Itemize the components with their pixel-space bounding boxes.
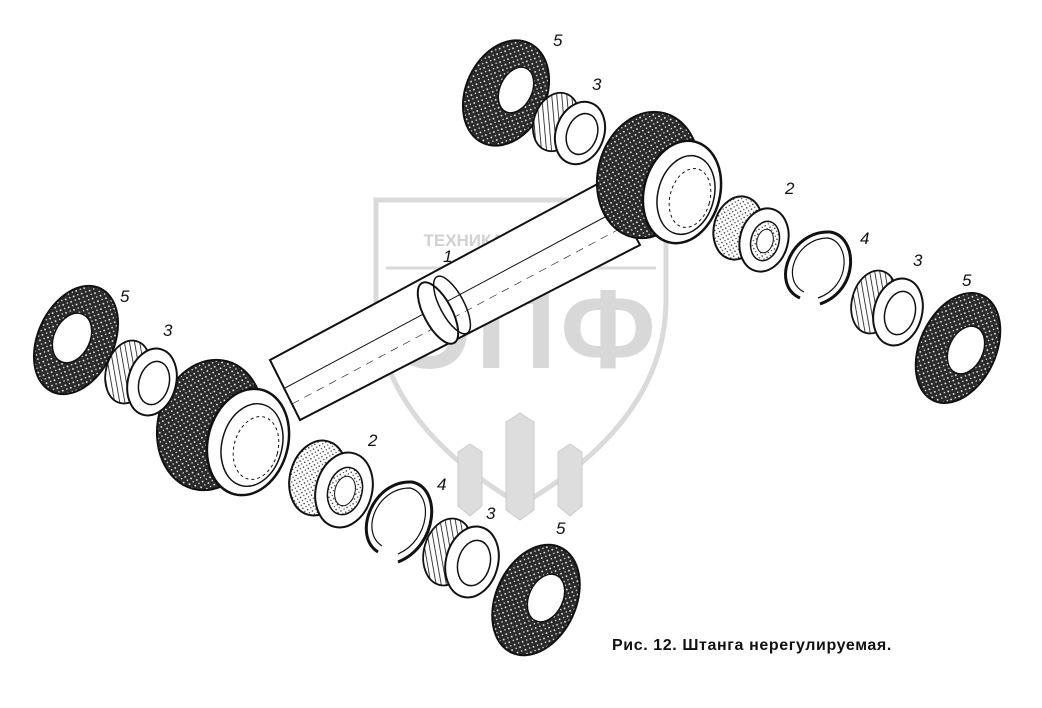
- sleeve-top: [532, 91, 607, 166]
- callout-sleeve-right: 3: [913, 251, 923, 270]
- rod-shaft: [268, 178, 642, 422]
- callout-seal-top: 5: [553, 31, 563, 50]
- sleeve-left: [104, 339, 178, 417]
- callout-seal-left: 5: [120, 287, 130, 306]
- callout-rod: 1: [443, 247, 452, 266]
- rod-eye-lower: [155, 358, 291, 497]
- callout-ring-bottom: 4: [437, 475, 446, 494]
- seal-bottom: [491, 543, 581, 657]
- seal-top: [461, 39, 551, 147]
- bearing-bottom: [288, 439, 374, 529]
- callout-sleeve-bottom: 3: [486, 504, 496, 523]
- snap-ring-right: [784, 230, 852, 306]
- callout-seal-bottom: 5: [556, 519, 566, 538]
- callout-sleeve-left: 3: [163, 321, 173, 340]
- sleeve-bottom: [422, 517, 500, 599]
- figure-caption: Рис. 12. Штанга нерегулируемая.: [612, 637, 892, 654]
- rod-eye-upper: [595, 110, 723, 245]
- sleeve-right: [850, 269, 924, 347]
- callout-seal-right: 5: [962, 271, 972, 290]
- seal-left: [32, 284, 120, 396]
- snap-ring-bottom: [364, 480, 434, 564]
- callout-bearing-top-right: 2: [784, 179, 795, 198]
- seal-right: [914, 292, 1002, 404]
- watermark-bolts-icon: [457, 412, 583, 521]
- bearing-top-right: [712, 195, 790, 273]
- callout-bearing-bottom: 2: [367, 431, 378, 450]
- callout-ring-right: 4: [860, 229, 869, 248]
- callout-sleeve-top: 3: [592, 75, 602, 94]
